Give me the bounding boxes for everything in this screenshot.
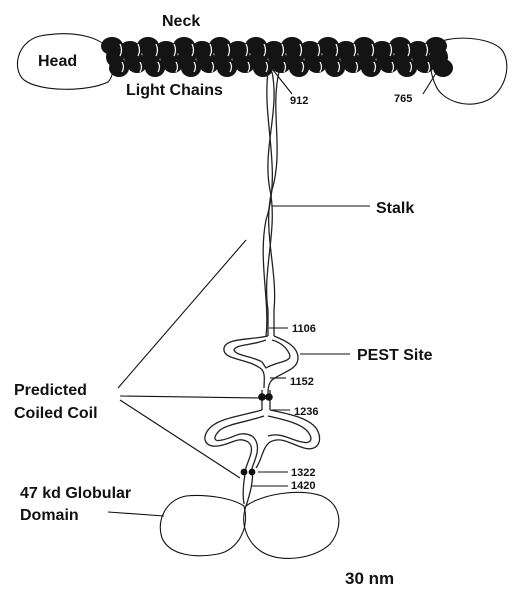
label-765: 765	[394, 93, 412, 105]
coil-marker-2	[265, 393, 273, 401]
pest-loop-inner	[234, 340, 290, 368]
globular-domain-right	[244, 492, 339, 558]
coil-marker-1	[258, 393, 266, 401]
leader-765	[423, 70, 438, 94]
label-1322: 1322	[291, 467, 315, 479]
label-predicted: Predicted	[14, 382, 87, 399]
stalk-strand-c	[263, 72, 272, 336]
label-1152: 1152	[290, 376, 314, 388]
neck-light-chains	[101, 37, 453, 77]
coil-marker-3	[241, 469, 248, 476]
label-neck: Neck	[162, 13, 200, 30]
leader-coil-mid	[120, 396, 260, 398]
label-912: 912	[290, 95, 308, 107]
label-head: Head	[38, 53, 77, 70]
label-stalk: Stalk	[376, 200, 414, 217]
lower-loop-right	[256, 410, 320, 468]
label-1106: 1106	[292, 323, 316, 335]
label-1420: 1420	[291, 480, 315, 492]
label-globular: 47 kd Globular	[20, 485, 131, 502]
lower-loop-left-b	[215, 416, 264, 468]
label-light-chains: Light Chains	[126, 82, 223, 99]
leader-globular	[108, 512, 164, 516]
globular-domain-left	[160, 495, 245, 555]
label-1236: 1236	[294, 406, 318, 418]
label-coiled-coil: Coiled Coil	[14, 405, 98, 422]
label-pest-site: PEST Site	[357, 347, 433, 364]
label-domain: Domain	[20, 507, 79, 524]
scale-label: 30 nm	[345, 569, 394, 588]
coil-marker-4	[249, 469, 256, 476]
leader-coil-low	[120, 400, 240, 478]
neck-bead	[430, 47, 448, 67]
leader-coil-top	[118, 240, 246, 388]
